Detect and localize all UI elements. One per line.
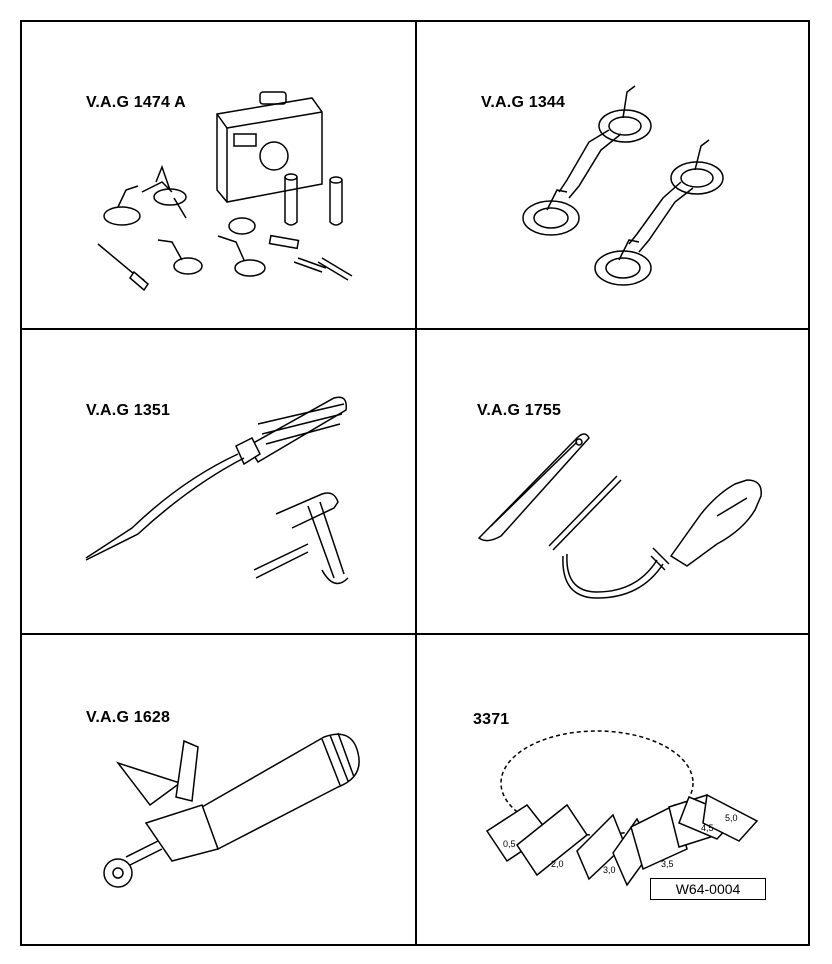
svg-text:5,0: 5,0 [725,813,738,823]
tool-label: 3371 [473,711,510,728]
tool-cell-vag-1474a: V.A.G 1474 A [22,22,415,328]
bead-chain [501,731,693,835]
svg-text:4,5: 4,5 [701,823,714,833]
figure-reference-box: W64-0004 [650,878,766,900]
suction-lifter-pair-icon [417,22,812,328]
svg-text:3,0: 3,0 [603,865,616,875]
tool-cell-vag-1351: V.A.G 1351 [22,330,415,633]
svg-text:3,5: 3,5 [661,859,674,869]
tool-label: V.A.G 1351 [86,402,171,419]
spacer-gauge-ring-icon: 0,5 2,0 3,0 3,5 4,5 5,0 [417,635,812,946]
svg-text:0,5: 0,5 [503,839,516,849]
tool-label: V.A.G 1755 [477,402,562,419]
tool-cell-vag-1755: V.A.G 1755 [417,330,812,633]
tool-label: V.A.G 1344 [481,94,566,111]
tool-label: V.A.G 1474 A [86,94,186,111]
tool-overview-sheet: V.A.G 1474 A [20,20,810,946]
grid-divider-horizontal-2 [22,633,808,635]
tool-cell-vag-1344: V.A.G 1344 [417,22,812,328]
cartridge-gun-icon [22,635,415,946]
wedge-wire-handle-icon [417,330,812,633]
grid-divider-horizontal-1 [22,328,808,330]
tool-cell-vag-1628: V.A.G 1628 [22,635,415,946]
tool-case-set-icon [22,22,415,328]
svg-text:2,0: 2,0 [551,859,564,869]
tool-cell-3371: 3371 0,5 2,0 3,0 3,5 4,5 5,0 [417,635,812,946]
awl-and-t-handle-icon [22,330,415,633]
grid-divider-vertical [415,22,417,944]
tool-label: V.A.G 1628 [86,709,171,726]
